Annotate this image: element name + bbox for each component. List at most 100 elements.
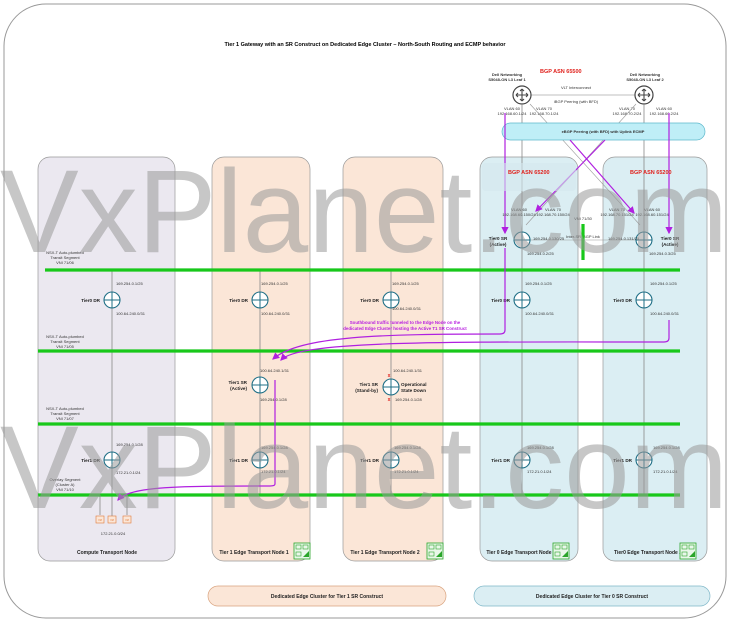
leaf1-vlan60: VLAN 60 <box>504 106 521 111</box>
t0n2-label: Tier0 Edge Transport Node 2 <box>614 550 682 556</box>
annotation-line2: dedicated Edge Cluster hosting the Activ… <box>343 326 467 331</box>
seg2-l1: NSX-T Auto-plumbed <box>46 406 84 411</box>
t0n1-sr-state: (Active) <box>490 242 507 247</box>
t1n1-sr-down: 169.254.0.1/28 <box>260 397 287 402</box>
watermark: VxPlanet.com <box>0 402 728 534</box>
southbound-traffic-arrow <box>280 320 670 361</box>
ebgp-label: eBGP Peering (with BFD) with Uplink ECMP <box>562 129 645 134</box>
tier1-node1-panel <box>211 156 311 562</box>
vm-icon <box>122 515 132 524</box>
overlay-l3: VNI 71/10 <box>56 487 75 492</box>
t1n2-op-state1: Operational <box>401 382 427 387</box>
t1n1-dr-up: 169.254.0.1/25 <box>261 281 288 286</box>
compute-tier0-dr-icon <box>103 291 121 309</box>
compute-dr-down: 100.64.240.0/31 <box>116 311 146 316</box>
t1n2-t1dr-down: 172.21.0.1/24 <box>394 469 419 474</box>
t1n2-t1dr-label: Tier1 DR <box>360 458 379 463</box>
ibgp-label: iBGP Peering (with BFD) <box>554 99 599 104</box>
t0n2-dr-down: 100.64.240.0/31 <box>650 311 680 316</box>
t0n1-dr-up: 169.254.0.1/25 <box>525 281 552 286</box>
t0n1-dr-label: Tier0 DR <box>491 298 510 303</box>
t1n2-dr-label: Tier0 DR <box>360 298 379 303</box>
annotation-line1: Southbound traffic tunneled to the Edge … <box>350 320 461 325</box>
vm-subnet: 172.21.0.0/24 <box>101 531 126 536</box>
vm-icon <box>107 515 117 524</box>
t1n2-dr-down: 100.64.240.0/31 <box>392 306 422 311</box>
tier1-cluster-label: Dedicated Edge Cluster for Tier 1 SR Con… <box>271 594 383 600</box>
t0n1-t1dr-label: Tier1 DR <box>491 458 510 463</box>
t1n2-op-state2: State Down <box>401 388 426 393</box>
edge-node-icon <box>679 542 697 560</box>
edge-node-icon <box>293 542 311 560</box>
t0n2-vlan70: VLAN 70 <box>609 207 626 212</box>
t0n1-vlan70: VLAN 70 <box>545 207 562 212</box>
compute-dr-up: 169.254.0.1/25 <box>116 281 143 286</box>
t1n2-sr-state: (Stand-by) <box>355 388 378 393</box>
seg0-l2: Transit Segment <box>50 255 80 260</box>
t0n1-ip60: 192.168.60.150/24 <box>502 212 536 217</box>
t1n1-t1dr-label: Tier1 DR <box>229 458 248 463</box>
t1n2-t1dr-up: 169.254.0.1/28 <box>394 445 421 450</box>
leaf1-vlan70: VLAN 70 <box>536 106 553 111</box>
seg2-l3: VNI 71/07 <box>56 416 75 421</box>
inter-sr-vni: VNI 71/30 <box>574 216 593 221</box>
leaf2-vlan70: VLAN 70 <box>619 106 636 111</box>
t0n2-ip60: 192.168.60.151/24 <box>635 212 669 217</box>
leaf2-model: S5048-ON L3 Leaf 2 <box>626 77 664 82</box>
leaf2-router-icon <box>634 85 654 105</box>
tier0-cluster-label: Dedicated Edge Cluster for Tier 0 SR Con… <box>536 594 648 600</box>
seg0-l3: VNI 71/06 <box>56 260 75 265</box>
t0n1-ip70: 192.168.70.150/24 <box>536 212 570 217</box>
t1n1-dr-down: 100.64.240.0/31 <box>261 311 291 316</box>
t0n1-sr-down-ip: 169.254.0.2/25 <box>527 251 554 256</box>
leaf2-name: Dell Networking <box>630 72 661 77</box>
leaf1-router-icon <box>512 85 532 105</box>
seg1-l2: Transit Segment <box>50 339 80 344</box>
segment-labels: NSX-T Auto-plumbed Transit Segment VNI 7… <box>46 250 84 492</box>
vm-label: VM <box>110 519 114 522</box>
seg1-l1: NSX-T Auto-plumbed <box>46 334 84 339</box>
fail-x-icon: x <box>388 397 391 403</box>
physical-asn: BGP ASN 65500 <box>540 69 582 75</box>
t0n1-tier0-dr-icon <box>513 291 531 309</box>
seg0-l1: NSX-T Auto-plumbed <box>46 250 84 255</box>
watermark: VxPlanet.com <box>0 146 728 278</box>
tier1-node2-panel <box>342 156 444 562</box>
t1n1-tier0-dr-icon <box>251 291 269 309</box>
edge-node-icon <box>426 542 444 560</box>
t1n2-sr-label: Tier1 SR <box>359 382 378 387</box>
tier0-asn-box <box>482 163 576 191</box>
t0n2-ip70: 192.168.70.151/24 <box>600 212 634 217</box>
seg1-l3: VNI 71/05 <box>56 344 75 349</box>
t1n2-tier1-sr-icon <box>382 378 400 396</box>
seg2-l2: Transit Segment <box>50 411 80 416</box>
t1n1-dr-label: Tier0 DR <box>229 298 248 303</box>
compute-node-label: Compute Transport Node <box>77 550 137 556</box>
traffic-arrow <box>569 139 635 214</box>
t1n2-label: Tier 1 Edge Transport Node 2 <box>350 550 420 556</box>
vm-icon <box>95 515 105 524</box>
tier0-node1-asn: BGP ASN 65200 <box>508 170 550 176</box>
leaf1-name: Dell Networking <box>492 72 523 77</box>
t0n2-tier0-dr-icon <box>635 291 653 309</box>
t0n2-vlan60: VLAN 60 <box>644 207 661 212</box>
t0n2-sr-down-ip: 169.254.0.3/25 <box>649 251 676 256</box>
tier0-node2-panel <box>602 156 708 562</box>
t1n1-sr-state: (Active) <box>230 386 247 391</box>
t1n1-t1dr-up: 169.254.0.1/28 <box>261 445 288 450</box>
vlt-label: VLT Interconnect <box>561 85 592 90</box>
compute-node-panel <box>37 156 176 562</box>
southbound-traffic-arrow <box>117 380 276 501</box>
leaf1-model: S5048-ON L3 Leaf 1 <box>488 77 526 82</box>
t1n1-tier1-sr-icon <box>251 376 269 394</box>
leaf1-ip70: 192.168.70.1/24 <box>530 111 560 116</box>
diagram-title: Tier 1 Gateway with an SR Construct on D… <box>225 42 507 48</box>
overlay-l1: Overlay Segment <box>50 477 82 482</box>
t0n1-vlan60: VLAN 60 <box>511 207 528 212</box>
t1n2-sr-up: 100.64.240.1/31 <box>393 368 423 373</box>
leaf2-ip60: 192.168.60.2/24 <box>650 111 680 116</box>
overlay-l2: (Cluster A) <box>56 482 76 487</box>
t0n2-t1dr-down: 172.21.0.1/24 <box>653 469 678 474</box>
ebgp-peering-pill <box>501 122 706 141</box>
southbound-traffic-arrow <box>272 248 506 360</box>
